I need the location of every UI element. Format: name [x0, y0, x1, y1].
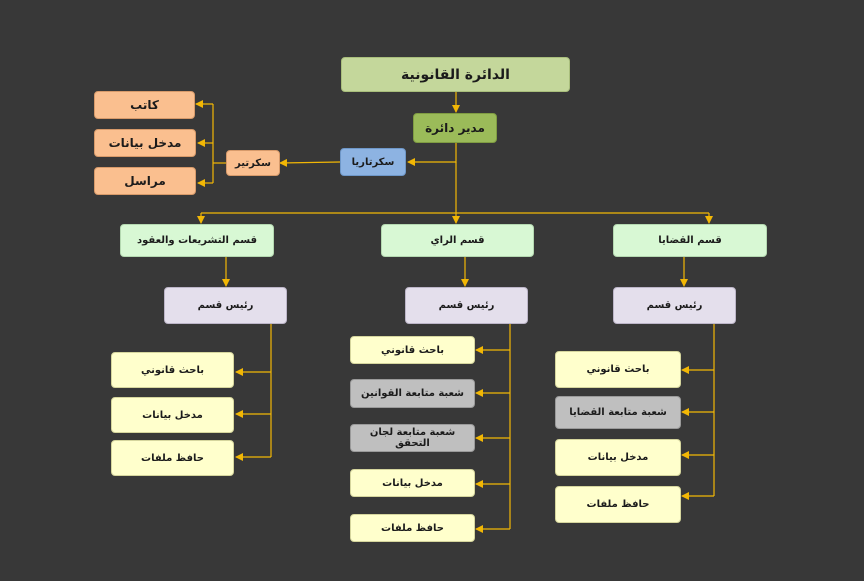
director-label: مدير دائرة	[425, 121, 485, 135]
root-node: الدائرة القانونية	[341, 57, 570, 92]
head-label: رئيس قسم	[646, 300, 703, 311]
unit-label: مدخل بيانات	[142, 409, 203, 421]
division-legislation: قسم التشريعات والعقود	[120, 224, 274, 257]
unit-cases-researcher: باحث قانوني	[555, 351, 681, 388]
staff-label: مراسل	[124, 174, 166, 188]
unit-label: حافظ ملفات	[141, 452, 204, 464]
head-label: رئيس قسم	[438, 300, 495, 311]
unit-opinion-file-keeper: حافظ ملفات	[350, 514, 475, 542]
division-title: قسم التشريعات والعقود	[136, 235, 258, 246]
unit-label: باحث قانوني	[141, 364, 204, 376]
unit-legislation-data-entry: مدخل بيانات	[111, 397, 234, 433]
unit-label: حافظ ملفات	[586, 499, 650, 510]
secretary-node: سكرتير	[226, 150, 280, 176]
division-title: قسم القضايا	[658, 235, 722, 246]
division-title: قسم الراي	[430, 235, 485, 246]
unit-cases-data-entry: مدخل بيانات	[555, 439, 681, 476]
unit-legislation-file-keeper: حافظ ملفات	[111, 440, 234, 476]
staff-label: كاتب	[130, 98, 159, 112]
unit-cases-file-keeper: حافظ ملفات	[555, 486, 681, 523]
unit-cases-followup: شعبة متابعة القضايا	[555, 396, 681, 429]
unit-legislation-researcher: باحث قانوني	[111, 352, 234, 388]
root-label: الدائرة القانونية	[401, 66, 510, 83]
division-cases: قسم القضايا	[613, 224, 767, 257]
unit-opinion-data-entry: مدخل بيانات	[350, 469, 475, 497]
director-node: مدير دائرة	[413, 113, 497, 143]
unit-label: حافظ ملفات	[381, 522, 444, 534]
staff-node-writer: كاتب	[94, 91, 195, 119]
unit-label: باحث قانوني	[381, 344, 444, 356]
division-opinion: قسم الراي	[381, 224, 534, 257]
staff-node-data-entry: مدخل بيانات	[94, 129, 196, 157]
unit-label: باحث قانوني	[586, 364, 650, 375]
head-opinion: رئيس قسم	[405, 287, 528, 324]
unit-label: شعبة متابعة القوانين	[361, 388, 464, 399]
head-legislation: رئيس قسم	[164, 287, 287, 324]
unit-label: شعبة متابعة لجان التحقق	[369, 427, 456, 449]
unit-label: مدخل بيانات	[382, 477, 443, 489]
staff-label: مدخل بيانات	[108, 136, 182, 150]
unit-opinion-researcher: باحث قانوني	[350, 336, 475, 364]
secretary-label: سكرتير	[235, 157, 271, 169]
staff-node-messenger: مراسل	[94, 167, 196, 195]
head-label: رئيس قسم	[197, 300, 254, 311]
unit-opinion-laws: شعبة متابعة القوانين	[350, 379, 475, 408]
head-cases: رئيس قسم	[613, 287, 736, 324]
secretariat-label: سكرتاريا	[351, 156, 395, 168]
unit-opinion-committees: شعبة متابعة لجان التحقق	[350, 424, 475, 452]
unit-label: شعبة متابعة القضايا	[569, 407, 667, 418]
unit-label: مدخل بيانات	[587, 452, 649, 463]
secretariat-node: سكرتاريا	[340, 148, 406, 176]
